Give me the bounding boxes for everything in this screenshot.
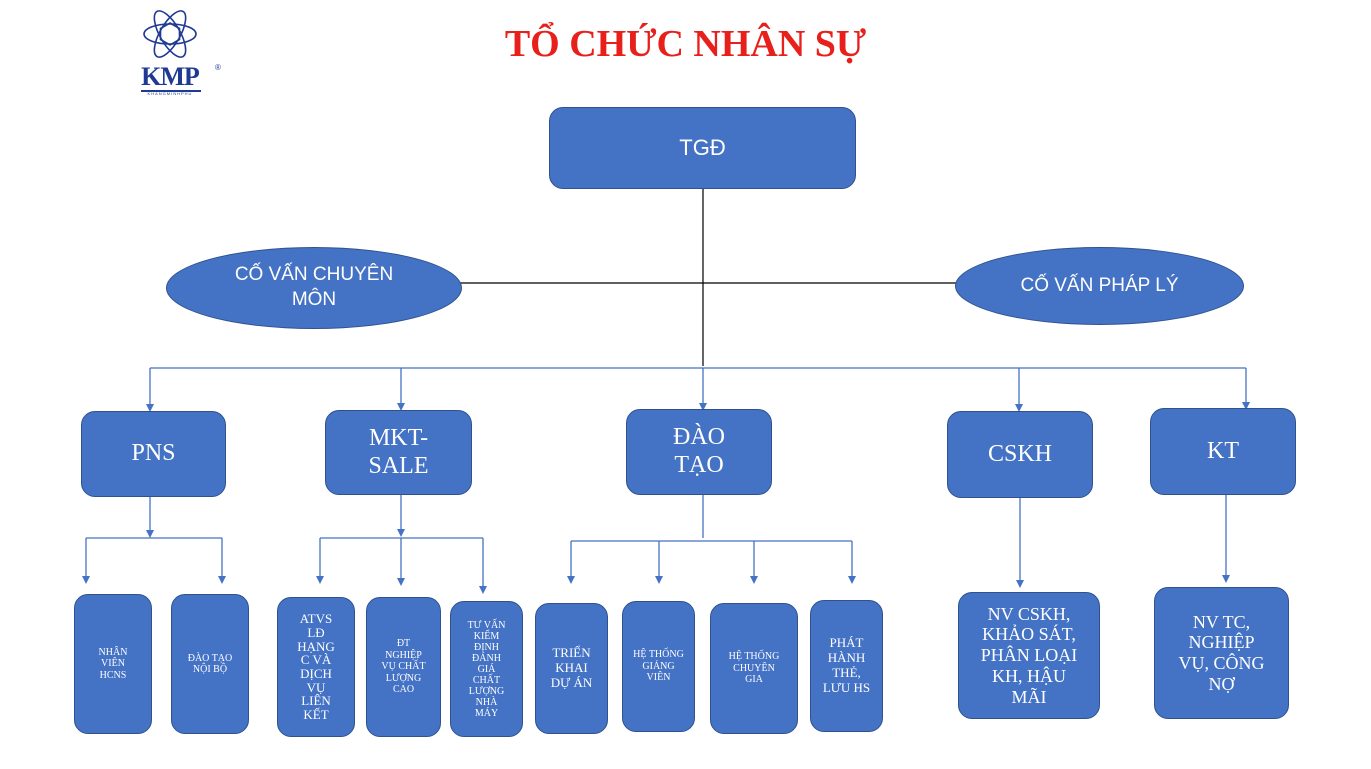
node-pns: PNS bbox=[81, 411, 226, 497]
advisor-right-label: CỐ VẤN PHÁP LÝ bbox=[1020, 274, 1179, 296]
node-mkt-child-3-label: TƯ VẤN KIỂM ĐỊNH ĐÁNH GIÁ CHẤT LƯỢNG NHÀ… bbox=[467, 619, 506, 719]
node-dt-child-2-label: HỆ THỐNG GIẢNG VIÊN bbox=[633, 649, 684, 684]
node-mkt-child-1-label: ATVS LĐ HẠNG C VÀ DỊCH VỤ LIÊN KẾT bbox=[297, 611, 335, 722]
node-kt-child-1-label: NV TC, NGHIỆP VỤ, CÔNG NỢ bbox=[1178, 611, 1265, 694]
node-pns-child-2-label: ĐÀO TẠO NỘI BỘ bbox=[187, 652, 233, 676]
node-kt-child-1: NV TC, NGHIỆP VỤ, CÔNG NỢ bbox=[1154, 587, 1289, 719]
node-mkt-child-2: ĐT NGHIỆP VỤ CHẤT LƯỢNG CAO bbox=[366, 597, 441, 737]
logo-underline bbox=[141, 90, 201, 92]
node-pns-child-1: NHÂN VIÊN HCNS bbox=[74, 594, 152, 734]
advisor-right: CỐ VẤN PHÁP LÝ bbox=[955, 247, 1244, 325]
node-tgd-label: TGĐ bbox=[679, 135, 726, 161]
node-dt-child-4: PHÁT HÀNH THẺ, LƯU HS bbox=[810, 600, 883, 732]
node-dt-child-3: HỆ THỐNG CHUYÊN GIA bbox=[710, 603, 798, 734]
kmp-logo: KMP KHANGMINHPHU ® bbox=[139, 6, 229, 98]
node-dt-child-1-label: TRIỂN KHAI DỰ ÁN bbox=[550, 645, 593, 690]
node-dt-child-2: HỆ THỐNG GIẢNG VIÊN bbox=[622, 601, 695, 732]
page-title: TỔ CHỨC NHÂN SỰ bbox=[504, 23, 867, 65]
node-tgd: TGĐ bbox=[549, 107, 856, 189]
node-dao-tao-label: ĐÀO TẠO bbox=[673, 424, 725, 478]
node-dt-child-1: TRIỂN KHAI DỰ ÁN bbox=[535, 603, 608, 734]
node-mkt-child-2-label: ĐT NGHIỆP VỤ CHẤT LƯỢNG CAO bbox=[381, 638, 426, 696]
node-pns-label: PNS bbox=[131, 440, 176, 467]
registered-mark: ® bbox=[215, 63, 221, 72]
logo-subtext: KHANGMINHPHU bbox=[147, 91, 193, 96]
node-mkt-child-3: TƯ VẤN KIỂM ĐỊNH ĐÁNH GIÁ CHẤT LƯỢNG NHÀ… bbox=[450, 601, 523, 737]
node-cskh-child-1: NV CSKH, KHẢO SÁT, PHÂN LOẠI KH, HẬU MÃI bbox=[958, 592, 1100, 719]
node-cskh: CSKH bbox=[947, 411, 1093, 498]
advisor-left: CỐ VẤN CHUYÊN MÔN bbox=[166, 247, 462, 329]
node-pns-child-2: ĐÀO TẠO NỘI BỘ bbox=[171, 594, 249, 734]
advisor-left-label: CỐ VẤN CHUYÊN MÔN bbox=[234, 264, 394, 310]
node-dt-child-3-label: HỆ THỐNG CHUYÊN GIA bbox=[728, 651, 780, 686]
node-pns-child-1-label: NHÂN VIÊN HCNS bbox=[98, 646, 128, 681]
node-cskh-child-1-label: NV CSKH, KHẢO SÁT, PHÂN LOẠI KH, HẬU MÃI bbox=[980, 603, 1078, 707]
node-dao-tao: ĐÀO TẠO bbox=[626, 409, 772, 495]
node-kt: KT bbox=[1150, 408, 1296, 495]
node-mkt-child-1: ATVS LĐ HẠNG C VÀ DỊCH VỤ LIÊN KẾT bbox=[277, 597, 355, 737]
node-dt-child-4-label: PHÁT HÀNH THẺ, LƯU HS bbox=[822, 635, 871, 695]
node-cskh-label: CSKH bbox=[987, 440, 1053, 467]
atom-logo-icon bbox=[143, 10, 197, 58]
node-mkt-sale: MKT-SALE bbox=[325, 410, 472, 495]
node-kt-label: KT bbox=[1207, 437, 1239, 464]
node-mkt-sale-label: MKT-SALE bbox=[368, 424, 429, 479]
logo-text: KMP bbox=[141, 62, 200, 91]
